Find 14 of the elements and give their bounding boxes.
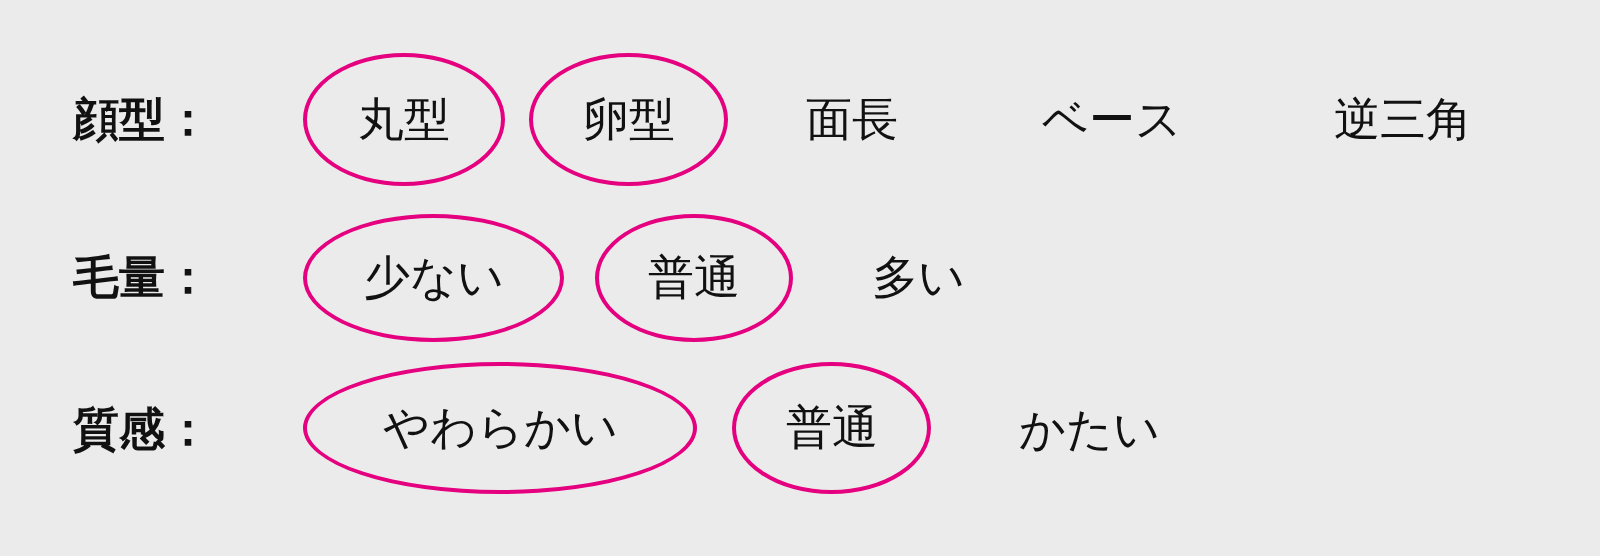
row-heading: 質感： bbox=[73, 406, 211, 452]
option-text: ベース bbox=[1042, 96, 1182, 142]
row-heading: 毛量： bbox=[73, 254, 211, 300]
circled-option: やわらかい bbox=[303, 362, 697, 494]
circled-option: 卵型 bbox=[529, 53, 728, 186]
circled-option: 普通 bbox=[732, 362, 931, 494]
option-text: かたい bbox=[1018, 406, 1160, 452]
circled-option: 普通 bbox=[595, 214, 793, 342]
row-heading: 顔型： bbox=[73, 96, 211, 142]
option-text: 多い bbox=[871, 254, 965, 300]
option-text: 逆三角 bbox=[1334, 96, 1472, 142]
circled-option: 丸型 bbox=[303, 53, 505, 186]
circled-option: 少ない bbox=[303, 214, 564, 342]
option-text: 面長 bbox=[806, 96, 898, 142]
